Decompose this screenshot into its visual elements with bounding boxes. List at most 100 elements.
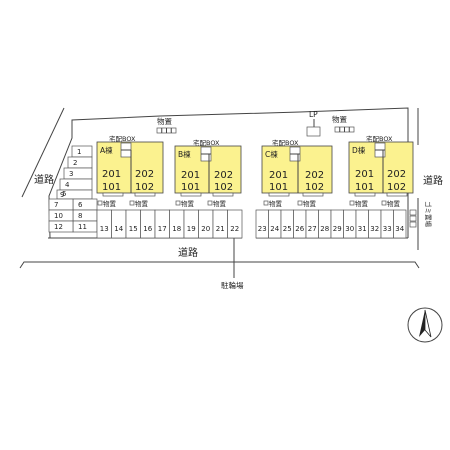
north-arrow-icon [407, 307, 443, 343]
parking-number-32: 32 [370, 225, 379, 233]
building-b: 宅配BOX B棟 201 101 202 102 [174, 138, 242, 197]
parking-number-26: 26 [295, 225, 304, 233]
parking-space-28 [318, 209, 332, 239]
unit-202: 202 [387, 169, 406, 180]
parking-space-29 [330, 209, 344, 239]
garbage-area: ゴミ置場 [409, 201, 433, 228]
unit-101: 101 [181, 182, 200, 193]
parking-space-16 [140, 209, 156, 239]
parking-number-34: 34 [395, 225, 404, 233]
building-storage-labels: 物置 物置 物置 物置 物置 物置 物置 物置 [97, 199, 401, 208]
road-edge-left [21, 107, 65, 198]
parking-space-17 [154, 209, 170, 239]
svg-text:物置: 物置 [213, 199, 227, 208]
building-name: A棟 [100, 145, 113, 155]
parking-number-14: 14 [114, 225, 123, 233]
road-label-right: 道路 [423, 174, 443, 187]
unit-201: 201 [269, 170, 288, 181]
parking-space-7 [48, 198, 74, 211]
parking-number-31: 31 [358, 225, 367, 233]
parking-space-23 [255, 209, 269, 239]
delivery-box-label: 宅配BOX [272, 138, 299, 147]
unit-101: 101 [102, 182, 121, 193]
building-name: C棟 [265, 149, 278, 159]
parking-number-20: 20 [201, 225, 210, 233]
parking-number-25: 25 [283, 225, 292, 233]
parking-space-30 [343, 209, 357, 239]
unit-101: 101 [355, 182, 374, 193]
svg-text:物置: 物置 [135, 199, 149, 208]
parking-number-19: 19 [187, 225, 196, 233]
parking-number-7: 7 [54, 201, 58, 209]
parking-number-21: 21 [216, 225, 225, 233]
parking-number-33: 33 [383, 225, 392, 233]
parking-number-30: 30 [345, 225, 354, 233]
svg-text:物置: 物置 [103, 199, 117, 208]
parking-number-1: 1 [77, 148, 81, 156]
parking-space-25 [280, 209, 294, 239]
building-c: 宅配BOX C棟 201 101 202 102 [261, 138, 333, 197]
parking-space-20 [198, 209, 214, 239]
parking-number-24: 24 [270, 225, 279, 233]
parking-number-3: 3 [69, 170, 73, 178]
svg-text:物置: 物置 [269, 199, 283, 208]
parking-number-28: 28 [320, 225, 329, 233]
parking-number-4: 4 [65, 181, 70, 189]
parking-number-12: 12 [54, 223, 63, 231]
building-a: 宅配BOX A棟 201 101 202 102 [96, 134, 164, 197]
parking-number-16: 16 [143, 225, 152, 233]
storage-top-c: 物置 [332, 114, 355, 133]
parking-space-18 [169, 209, 185, 239]
unit-201: 201 [102, 169, 121, 180]
unit-101: 101 [269, 182, 288, 193]
parking-space-31 [355, 209, 369, 239]
unit-102: 102 [214, 182, 233, 193]
parking-space-26 [293, 209, 307, 239]
garbage-label: ゴミ置場 [424, 201, 433, 228]
delivery-box-label: 宅配BOX [366, 134, 393, 143]
parking-number-17: 17 [158, 225, 167, 233]
storage-top-a: 物置 [156, 116, 177, 134]
parking-number-8: 8 [78, 212, 82, 220]
parking-number-23: 23 [258, 225, 267, 233]
parking-space-8 [72, 209, 98, 222]
parking-number-18: 18 [172, 225, 181, 233]
parking-number-27: 27 [308, 225, 317, 233]
parking-space-15 [125, 209, 141, 239]
building-name: B棟 [178, 149, 191, 159]
site-boundary [48, 107, 409, 239]
unit-202: 202 [135, 169, 154, 180]
road-label-left: 道路 [34, 173, 54, 186]
unit-201: 201 [355, 169, 374, 180]
parking-number-29: 29 [333, 225, 342, 233]
svg-text:物置: 物置 [355, 199, 369, 208]
parking-space-21 [212, 209, 228, 239]
road-label-bottom: 道路 [178, 246, 198, 259]
parking-space-27 [305, 209, 319, 239]
parking-space-13 [96, 209, 112, 239]
parking-space-14 [111, 209, 127, 239]
lp-box [306, 126, 321, 137]
svg-text:物置: 物置 [181, 199, 195, 208]
unit-102: 102 [387, 182, 406, 193]
parking-space-34 [393, 209, 407, 239]
parking-number-11: 11 [78, 223, 87, 231]
svg-text:物置: 物置 [332, 114, 347, 124]
parking-space-12 [48, 220, 74, 233]
parking-number-10: 10 [54, 212, 63, 220]
svg-text:物置: 物置 [157, 116, 172, 126]
parking-space-19 [183, 209, 199, 239]
parking-space-1 [71, 145, 93, 158]
parking-space-33 [380, 209, 394, 239]
delivery-box-label: 宅配BOX [109, 134, 136, 143]
parking-space-22 [227, 209, 243, 239]
lp-label: LP [309, 110, 318, 119]
parking-space-24 [268, 209, 282, 239]
parking-space-2 [67, 156, 93, 169]
parking-space-32 [368, 209, 382, 239]
parking-number-5: 5 [62, 190, 66, 198]
unit-102: 102 [135, 182, 154, 193]
